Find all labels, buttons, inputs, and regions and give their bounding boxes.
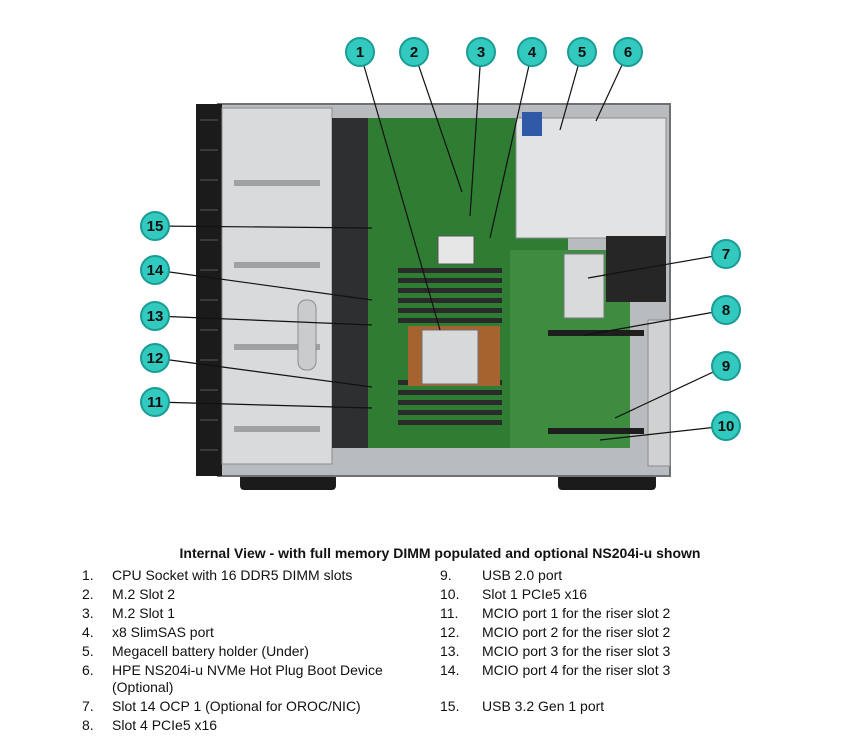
legend-text: x8 SlimSAS port <box>112 624 214 640</box>
server-internal-view-diagram: 1 2 3 4 5 6 7 8 9 10 11 12 13 14 15 <box>140 37 741 490</box>
legend-number: 3. <box>82 605 94 621</box>
cable-channel <box>332 118 368 448</box>
callout-13: 13 <box>140 301 170 331</box>
leader-line-13 <box>154 315 373 326</box>
leader-line-14 <box>154 269 373 301</box>
leader-line-4 <box>489 51 533 239</box>
svg-text:14: 14 <box>147 262 164 279</box>
svg-text:10: 10 <box>718 418 735 435</box>
callout-7: 7 <box>711 239 741 269</box>
callout-5: 5 <box>567 37 597 67</box>
callout-1: 1 <box>345 37 375 67</box>
svg-text:9: 9 <box>722 358 730 375</box>
legend-text: M.2 Slot 2 <box>112 586 176 602</box>
drive-cage-slots <box>234 180 320 432</box>
leader-line-3 <box>469 51 482 217</box>
legend-number: 1. <box>82 567 94 583</box>
legend-number: 12. <box>440 624 460 640</box>
legend-number: 10. <box>440 586 460 602</box>
callouts: 1 2 3 4 5 6 7 8 9 10 11 12 13 14 15 <box>140 37 741 441</box>
legend-text: USB 3.2 Gen 1 port <box>482 698 605 714</box>
callout-3: 3 <box>466 37 496 67</box>
svg-text:11: 11 <box>147 394 163 411</box>
callout-14: 14 <box>140 255 170 285</box>
legend-text: Slot 1 PCIe5 x16 <box>482 586 588 602</box>
leader-line-11 <box>154 401 373 409</box>
chassis-foot-right <box>558 474 656 490</box>
svg-text:1: 1 <box>356 44 364 61</box>
legend-text: Slot 4 PCIe5 x16 <box>112 717 218 733</box>
callout-6: 6 <box>613 37 643 67</box>
callout-2: 2 <box>399 37 429 67</box>
legend-number: 8. <box>82 717 94 733</box>
legend-number: 14. <box>440 662 460 678</box>
leader-line-2 <box>413 51 463 193</box>
legend-number: 15. <box>440 698 460 714</box>
callout-9: 9 <box>711 351 741 381</box>
legend-text: USB 2.0 port <box>482 567 563 583</box>
svg-text:4: 4 <box>528 44 537 61</box>
front-bezel <box>196 104 222 476</box>
leader-line-15 <box>154 225 373 229</box>
callout-4: 4 <box>517 37 547 67</box>
legend-number: 13. <box>440 643 460 659</box>
callout-12: 12 <box>140 343 170 373</box>
svg-text:15: 15 <box>147 218 164 235</box>
legend-number: 5. <box>82 643 94 659</box>
legend-number: 7. <box>82 698 94 714</box>
chassis-foot-left <box>240 474 336 490</box>
boot-device-bay <box>515 117 667 239</box>
svg-text:5: 5 <box>578 44 586 61</box>
leader-line-8 <box>584 309 727 336</box>
callout-15: 15 <box>140 211 170 241</box>
leader-line-1 <box>359 51 441 331</box>
callout-10: 10 <box>711 411 741 441</box>
fan-module <box>606 236 666 302</box>
legend-text: MCIO port 2 for the riser slot 2 <box>482 624 671 640</box>
legend-number: 9. <box>440 567 452 583</box>
legend-text: MCIO port 1 for the riser slot 2 <box>482 605 671 621</box>
svg-text:7: 7 <box>722 246 730 263</box>
callout-8: 8 <box>711 295 741 325</box>
battery-holder <box>522 112 542 136</box>
figure-caption: Internal View - with full memory DIMM po… <box>179 545 701 561</box>
legend-text: CPU Socket with 16 DDR5 DIMM slots <box>112 567 353 583</box>
leader-line-10 <box>599 425 727 441</box>
legend-text: M.2 Slot 1 <box>112 605 176 621</box>
leader-lines <box>154 51 727 441</box>
legend-text: MCIO port 4 for the riser slot 3 <box>482 662 671 678</box>
drive-cage <box>221 107 333 465</box>
legend-text: Megacell battery holder (Under) <box>112 643 309 659</box>
svg-text:2: 2 <box>410 44 418 61</box>
m2-slots <box>437 235 475 265</box>
svg-text:13: 13 <box>147 308 164 325</box>
leader-line-7 <box>587 253 727 279</box>
legend-number: 11. <box>440 605 459 621</box>
legend-number: 2. <box>82 586 94 602</box>
pcie-slot-1 <box>548 428 644 434</box>
legend-text: MCIO port 3 for the riser slot 3 <box>482 643 671 659</box>
legend-number: 4. <box>82 624 94 640</box>
rear-panel <box>647 319 671 467</box>
leader-line-12 <box>154 357 373 388</box>
legend-text: Slot 14 OCP 1 (Optional for OROC/NIC) <box>112 698 361 714</box>
legend-number: 6. <box>82 662 94 678</box>
svg-text:8: 8 <box>722 302 730 319</box>
svg-text:12: 12 <box>147 350 164 367</box>
svg-text:3: 3 <box>477 44 485 61</box>
legend-text: HPE NS204i-u NVMe Hot Plug Boot Device (… <box>112 662 383 695</box>
ocp-slot <box>563 253 605 319</box>
cpu-socket-cover <box>421 329 479 385</box>
drive-cage-handle <box>297 299 317 371</box>
leader-line-9 <box>614 365 727 419</box>
callout-11: 11 <box>140 387 170 417</box>
svg-text:6: 6 <box>624 44 632 61</box>
bezel-vents <box>200 119 218 451</box>
